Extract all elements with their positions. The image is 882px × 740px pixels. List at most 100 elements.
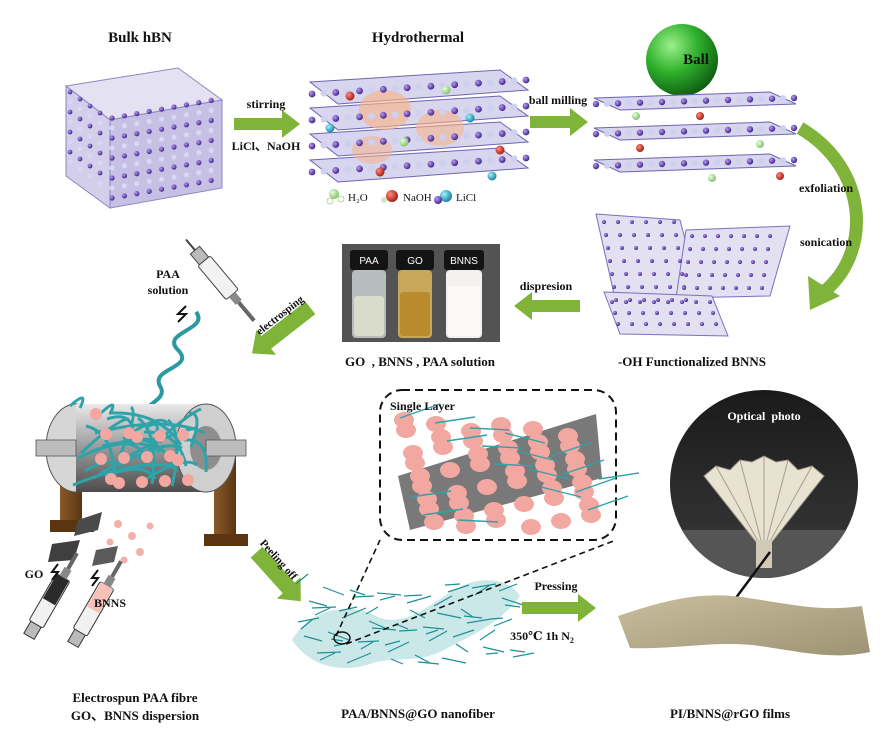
particle [514, 496, 534, 512]
atom [379, 137, 387, 145]
atom [67, 109, 73, 115]
atom [391, 111, 399, 118]
atom [647, 129, 655, 136]
particle [412, 478, 432, 494]
go-bnns-spray [48, 512, 154, 566]
atom [510, 77, 518, 85]
atom [620, 246, 624, 250]
atom [658, 322, 662, 326]
atom [486, 104, 494, 112]
hydrothermal-layers [308, 69, 530, 183]
particle [141, 451, 153, 463]
fiber [368, 620, 388, 630]
atom [77, 126, 83, 132]
fiber [79, 417, 130, 455]
atom [683, 311, 687, 315]
atom [159, 146, 165, 152]
fiber [410, 490, 452, 498]
atom [356, 113, 363, 121]
particle [521, 519, 541, 535]
molecule [487, 171, 497, 181]
fiber [598, 472, 640, 480]
bnns-voltage-bolt-icon [90, 569, 100, 587]
particle [507, 473, 527, 489]
atom [486, 78, 494, 86]
particle [105, 473, 117, 485]
atom [618, 233, 622, 237]
atom [522, 154, 530, 162]
ball-milling-arrow [530, 108, 588, 136]
atom [686, 322, 690, 326]
fiber [469, 427, 511, 431]
atom [755, 234, 759, 238]
atom [171, 154, 177, 160]
atom [109, 185, 115, 191]
atom [627, 311, 631, 315]
atom [702, 97, 710, 104]
atom [703, 234, 707, 238]
electrospinning-arrow [252, 301, 316, 355]
atom [146, 178, 152, 184]
atom [77, 96, 83, 102]
atom [427, 160, 435, 168]
atom [672, 322, 676, 326]
atom [670, 298, 674, 302]
atom [356, 87, 363, 95]
fiber [587, 495, 629, 511]
atom [640, 285, 644, 289]
atom [721, 286, 725, 290]
atom [702, 127, 710, 134]
atom [614, 298, 618, 302]
atom [735, 96, 743, 103]
fiber [379, 595, 396, 601]
fiber [303, 635, 323, 642]
fiber [434, 416, 476, 424]
atom [97, 180, 103, 186]
atom [716, 234, 720, 238]
atom [146, 128, 152, 134]
atom [742, 234, 746, 238]
fiber [338, 606, 358, 612]
atom [616, 322, 620, 326]
atom [669, 98, 677, 105]
particle [136, 476, 148, 488]
atom [159, 126, 165, 132]
molecule [465, 113, 475, 123]
stirring-label: stirring [247, 97, 286, 111]
atom [636, 259, 640, 263]
atom [779, 95, 787, 102]
atom [109, 145, 115, 151]
legend-h2o: H₂O [348, 192, 368, 204]
particle [560, 438, 580, 454]
molecule [756, 140, 764, 148]
atom [762, 273, 766, 277]
particle [95, 453, 107, 465]
atom [308, 90, 316, 98]
collector-drum [35, 396, 248, 546]
fiber [414, 654, 431, 664]
particle [544, 490, 564, 506]
atom [624, 272, 628, 276]
atom [638, 300, 642, 304]
fiber [68, 396, 85, 409]
atom [134, 161, 140, 167]
atom [427, 82, 435, 90]
atom [196, 100, 202, 106]
atom [415, 83, 423, 91]
atom [701, 247, 705, 251]
atom [680, 98, 688, 105]
fiber [409, 609, 426, 619]
atom [159, 116, 165, 122]
atom [134, 141, 140, 147]
hydrothermal-label: Hydrothermal [372, 30, 464, 46]
electrospun-caption-line1: Electrospun PAA fibre [73, 690, 198, 705]
atom [475, 131, 482, 139]
atom [672, 220, 676, 224]
fiber [575, 477, 617, 493]
atom [710, 273, 714, 277]
particle [405, 455, 425, 471]
particle [159, 475, 171, 487]
atom [753, 247, 757, 251]
atom [183, 122, 189, 128]
atom [121, 143, 127, 149]
